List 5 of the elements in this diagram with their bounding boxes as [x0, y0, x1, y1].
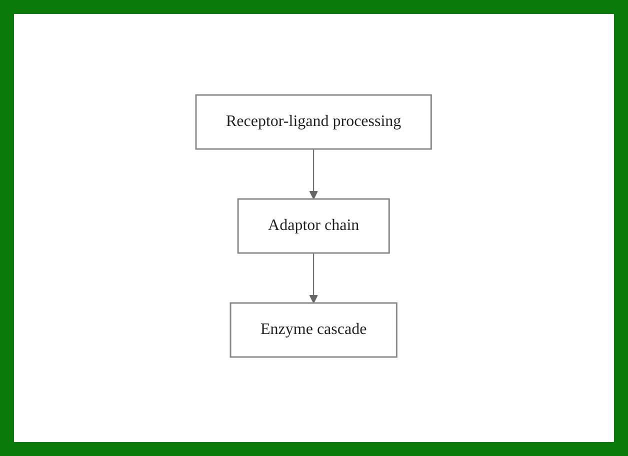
arrow — [310, 252, 318, 303]
node-box: Enzyme cascade — [230, 302, 398, 358]
arrow — [310, 148, 318, 199]
node-box: Adaptor chain — [238, 198, 390, 254]
node-box: Receptor-ligand processing — [196, 94, 432, 150]
